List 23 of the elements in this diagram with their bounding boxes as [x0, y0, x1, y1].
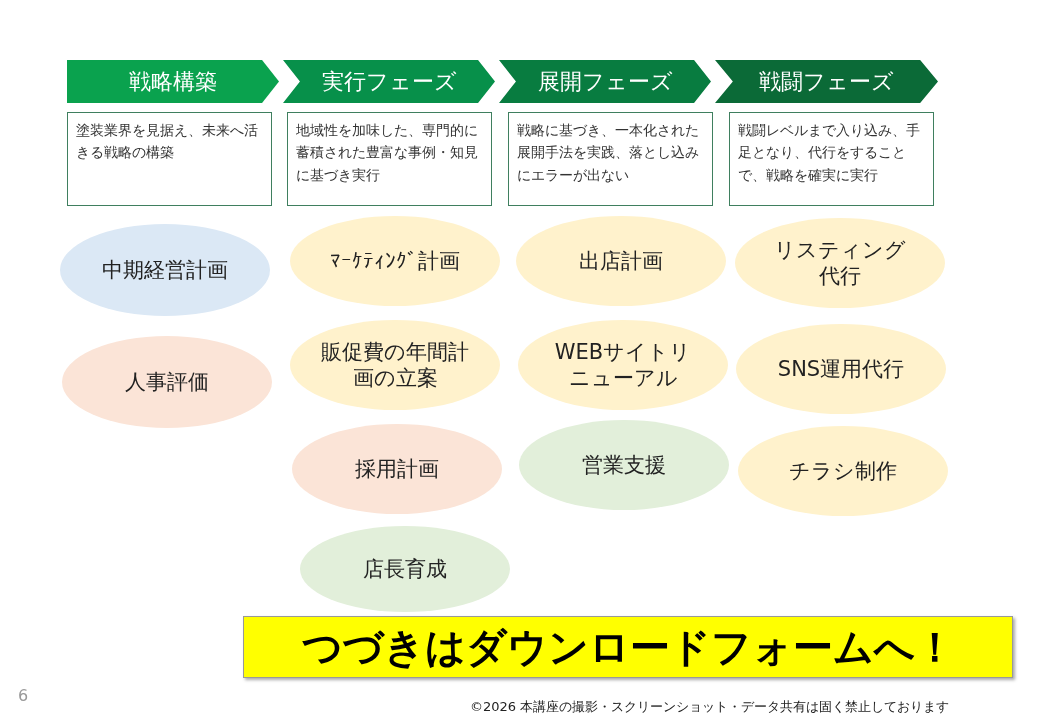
task-ellipse: 店長育成	[300, 526, 510, 612]
task-ellipse: リスティング代行	[735, 218, 945, 308]
task-ellipse: ﾏｰｹﾃｨﾝｸﾞ計画	[290, 216, 500, 306]
task-ellipse: 採用計画	[292, 424, 502, 514]
phase-heading-band: 展開フェーズ	[499, 60, 711, 103]
task-ellipse: チラシ制作	[738, 426, 948, 516]
task-ellipse: 人事評価	[62, 336, 272, 428]
task-ellipse: 出店計画	[516, 216, 726, 306]
description-box: 戦闘レベルまで入り込み、手足となり、代行をすることで、戦略を確実に実行	[729, 112, 934, 206]
task-ellipse: SNS運用代行	[736, 324, 946, 414]
description-box: 塗装業界を見据え、未来へ活きる戦略の構築	[67, 112, 272, 206]
task-ellipse: 販促費の年間計画の立案	[290, 320, 500, 410]
phase-heading-band: 戦闘フェーズ	[715, 60, 938, 103]
task-ellipse: WEBサイトリニューアル	[518, 320, 728, 410]
page-number: 6	[18, 686, 29, 705]
phase-heading-band: 実行フェーズ	[283, 60, 495, 103]
description-box: 地域性を加味した、専門的に蓄積された豊富な事例・知見に基づき実行	[287, 112, 492, 206]
copyright-note: ©2026 本講座の撮影・スクリーンショット・データ共有は固く禁止しております	[470, 698, 950, 716]
task-ellipse: 中期経営計画	[60, 224, 270, 316]
phase-heading-band: 戦略構築	[67, 60, 279, 103]
task-ellipse: 営業支援	[519, 420, 729, 510]
call-to-action-banner: つづきはダウンロードフォームへ！	[243, 616, 1013, 678]
description-box: 戦略に基づき、一本化された展開手法を実践、落とし込みにエラーが出ない	[508, 112, 713, 206]
